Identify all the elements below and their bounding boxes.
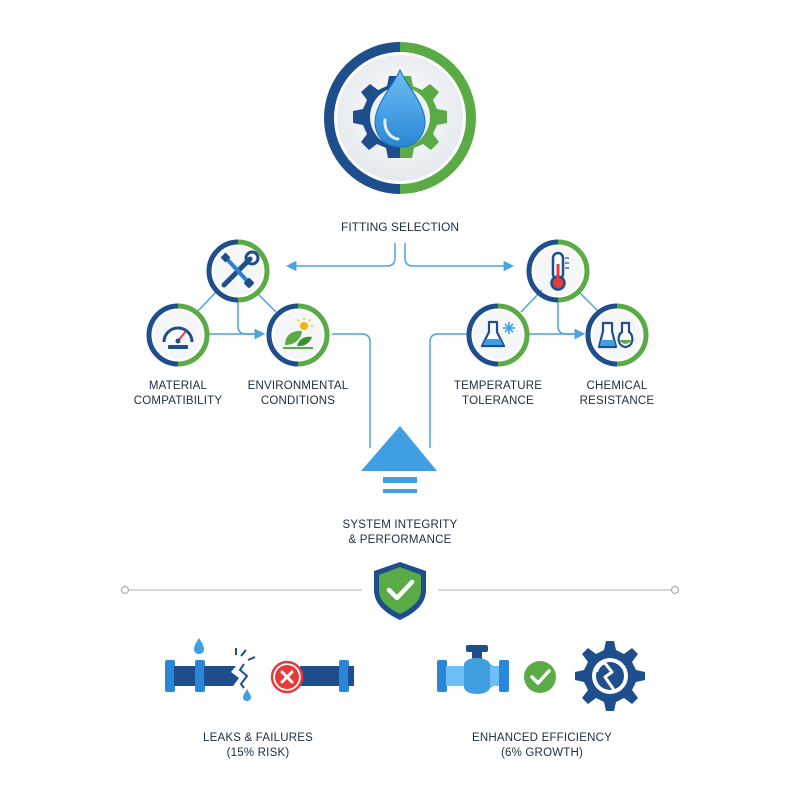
page-title: FITTING SELECTION [341, 220, 459, 234]
label-environmental-conditions: ENVIRONMENTAL CONDITIONS [228, 379, 368, 409]
label-line: RESISTANCE [579, 395, 655, 407]
broken-gear-icon [575, 641, 645, 711]
label-line: & PERFORMANCE [348, 534, 452, 546]
beakers-icon [597, 321, 634, 349]
x-circle-icon [270, 660, 304, 694]
broken-pipe-icon [165, 638, 354, 701]
label-enhanced-efficiency: ENHANCED EFFICIENCY (6% GROWTH) [442, 731, 642, 761]
label-line: ENVIRONMENTAL [247, 380, 349, 392]
label-line: TEMPERATURE [453, 380, 543, 392]
label-system-integrity: SYSTEM INTEGRITY & PERFORMANCE [300, 518, 500, 548]
label-line: TOLERANCE [462, 395, 534, 407]
leaf-sun-icon [283, 318, 313, 349]
thermometer-node [526, 239, 590, 303]
label-line: ENHANCED EFFICIENCY [472, 732, 612, 744]
material-node [146, 303, 210, 367]
label-leaks-failures: LEAKS & FAILURES (15% RISK) [158, 731, 358, 761]
flask-snowflake-icon [480, 320, 515, 348]
label-line: (15% RISK) [226, 747, 290, 759]
temperature-node [466, 303, 530, 367]
water-drop-gear-icon [353, 68, 447, 158]
divider [120, 585, 680, 595]
label-chemical-resistance: CHEMICAL RESISTANCE [547, 379, 687, 409]
tools-node [206, 239, 270, 303]
shield-check-icon [374, 562, 426, 620]
wrench-screwdriver-icon [220, 250, 260, 288]
gauge-icon [162, 326, 194, 349]
label-temperature-tolerance: TEMPERATURE TOLERANCE [428, 379, 568, 409]
label-line: CONDITIONS [260, 395, 336, 407]
thermometer-icon [550, 251, 569, 291]
label-material-compatibility: MATERIAL COMPATIBILITY [108, 379, 248, 409]
check-circle-icon [524, 661, 556, 693]
label-line: SYSTEM INTEGRITY [342, 519, 458, 531]
label-line: (6% GROWTH) [500, 747, 584, 759]
label-line: MATERIAL [148, 380, 208, 392]
left-cluster-lines [196, 289, 371, 448]
main-icon [324, 42, 476, 194]
valve-icon [437, 645, 509, 694]
chemical-node [585, 303, 649, 367]
environmental-node [266, 303, 330, 367]
label-line: COMPATIBILITY [133, 395, 223, 407]
label-line: CHEMICAL [586, 380, 648, 392]
label-line: LEAKS & FAILURES [203, 732, 313, 744]
title-connectors [285, 243, 515, 272]
up-arrow-icon [361, 426, 437, 493]
